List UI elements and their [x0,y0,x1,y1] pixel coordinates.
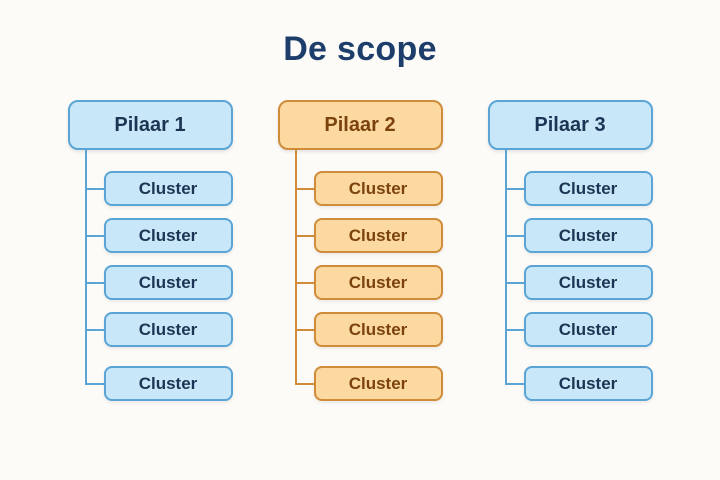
cluster-row: Cluster [294,265,443,300]
cluster-box: Cluster [523,312,653,347]
connector-branch-line [84,187,104,190]
connector-branch-line [294,187,314,190]
cluster-box: Cluster [313,366,443,401]
cluster-row: Cluster [294,366,443,401]
cluster-box: Cluster [313,218,443,253]
diagram-title: De scope [283,30,437,68]
cluster-row: Cluster [84,265,233,300]
connector-vertical-line [84,150,87,384]
cluster-box: Cluster [523,218,653,253]
cluster-row: Cluster [84,171,233,206]
connector-branch-line [294,281,314,284]
pillar-column-2: Pilaar 2 Cluster Cluster Cluster Clus [277,100,443,401]
cluster-row: Cluster [294,312,443,347]
pillar-column-3: Pilaar 3 Cluster Cluster Cluster Clus [487,100,653,401]
cluster-box: Cluster [523,366,653,401]
pillar-columns: Pilaar 1 Cluster Cluster Cluster Clus [0,100,720,401]
connector-branch-line [504,328,524,331]
connector-branch-line [84,234,104,237]
cluster-row: Cluster [294,218,443,253]
cluster-row: Cluster [504,265,653,300]
cluster-box: Cluster [103,312,233,347]
cluster-box: Cluster [103,265,233,300]
cluster-row: Cluster [504,366,653,401]
connector-branch-line [504,281,524,284]
cluster-row: Cluster [84,218,233,253]
pillar-2-children: Cluster Cluster Cluster Cluster Cluster [278,150,443,401]
connector-vertical-line [504,150,507,384]
connector-branch-line [294,234,314,237]
connector-vertical-line [294,150,297,384]
cluster-box: Cluster [103,171,233,206]
cluster-box: Cluster [313,312,443,347]
connector-branch-line [504,382,524,385]
cluster-box: Cluster [523,265,653,300]
cluster-box: Cluster [103,366,233,401]
cluster-row: Cluster [84,312,233,347]
connector-branch-line [84,281,104,284]
cluster-box: Cluster [103,218,233,253]
pillar-column-1: Pilaar 1 Cluster Cluster Cluster Clus [67,100,233,401]
pillar-1-box: Pilaar 1 [67,100,233,150]
pillar-3-box: Pilaar 3 [487,100,653,150]
connector-branch-line [504,234,524,237]
cluster-box: Cluster [313,265,443,300]
cluster-box: Cluster [523,171,653,206]
cluster-row: Cluster [294,171,443,206]
connector-branch-line [84,328,104,331]
connector-branch-line [294,328,314,331]
cluster-box: Cluster [313,171,443,206]
connector-branch-line [84,382,104,385]
cluster-row: Cluster [84,366,233,401]
connector-branch-line [504,187,524,190]
pillar-3-children: Cluster Cluster Cluster Cluster Cluster [488,150,653,401]
pillar-2-box: Pilaar 2 [277,100,443,150]
cluster-row: Cluster [504,171,653,206]
cluster-row: Cluster [504,312,653,347]
pillar-1-children: Cluster Cluster Cluster Cluster Cluster [68,150,233,401]
cluster-row: Cluster [504,218,653,253]
connector-branch-line [294,382,314,385]
